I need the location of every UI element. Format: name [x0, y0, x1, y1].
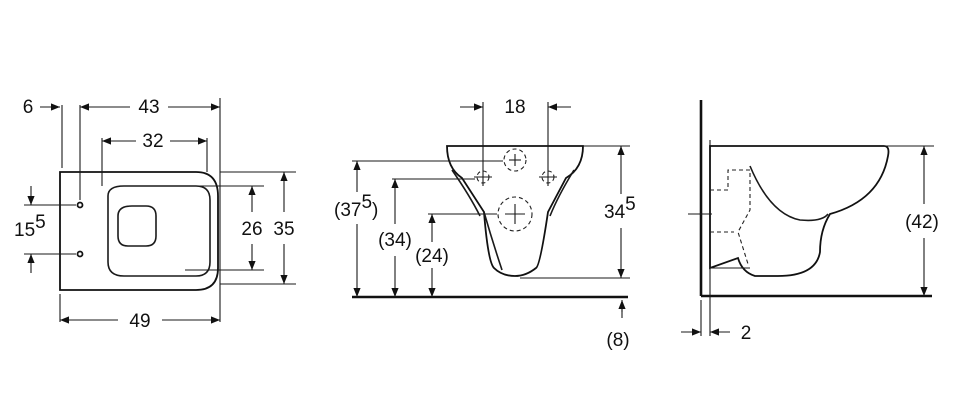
dim-42-paren-label: (42) [905, 212, 939, 233]
top-view: 6 43 32 155 26 35 49 [14, 97, 296, 332]
dim-15-label: 155 [14, 212, 46, 241]
dim-26-label: 26 [241, 219, 262, 240]
dim-32-label: 32 [142, 131, 163, 152]
dim-34-5-label: 345 [604, 194, 636, 223]
dim-49-label: 49 [129, 311, 150, 332]
dim-43-label: 43 [138, 97, 159, 118]
dim-6-label: 6 [23, 97, 34, 118]
dim-2-label: 2 [741, 323, 752, 344]
hole-upper [503, 148, 527, 172]
top-view-bowl [107, 185, 211, 277]
front-view: 18 (375) (34) (24) 345 (8) [334, 97, 636, 351]
side-view-outline [709, 145, 890, 277]
dim-35-label: 35 [273, 219, 294, 240]
dim-18-label: 18 [504, 97, 525, 118]
side-view: (42) 2 [681, 100, 939, 344]
dim-37-label: (375) [334, 192, 378, 221]
top-view-inner-bowl [117, 205, 157, 247]
mounting-hole-bottom [76, 250, 84, 258]
dim-24-paren-label: (24) [415, 246, 449, 267]
dim-34-paren-label: (34) [378, 230, 412, 251]
outlet-hole [497, 196, 533, 232]
top-view-outline [59, 171, 219, 291]
mounting-hole-top [76, 201, 84, 209]
dim-8-paren-label: (8) [606, 330, 629, 351]
